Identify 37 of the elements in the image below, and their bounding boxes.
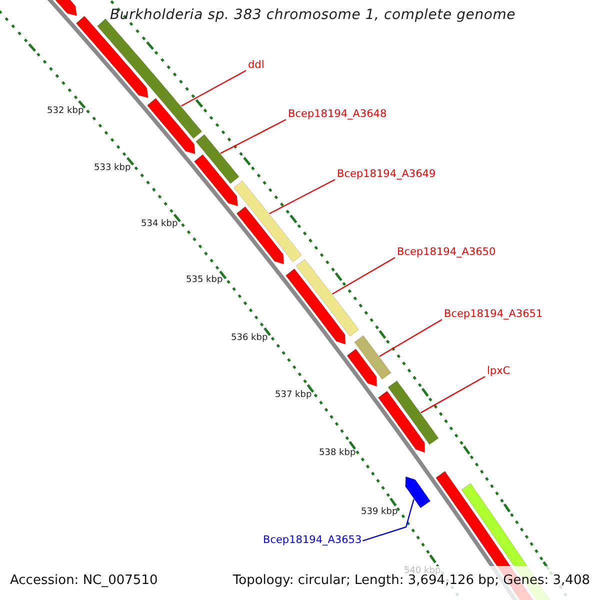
gene-feature [194,154,238,206]
scale-label: 533 kbp [94,164,131,174]
leader-line [362,499,414,542]
gene-feature [236,206,284,265]
scale-label: 532 kbp [47,107,84,117]
gene-label: Bcep18194_A3650 [397,247,496,259]
gene-label: lpxC [487,366,510,378]
gene-feature [346,348,378,387]
gene-feature [146,98,196,154]
leader-line [332,256,396,295]
scale-label: 535 kbp [186,276,223,286]
gene-feature [378,390,426,453]
map-title: Burkholderia sp. 383 chromosome 1, complete genome [110,8,516,24]
genome-summary-text: Topology: circular; Length: 3,694,126 bp; Genes: 3,408 [232,574,590,588]
gene-feature [405,476,431,508]
leader-line [180,70,246,107]
gene-feature [354,335,392,380]
gene-label: Bcep18194_A3649 [337,169,436,181]
gene-feature [285,268,346,345]
gene-feature [195,134,240,184]
scale-label: 538 kbp [319,449,356,459]
scale-label: 539 kbp [361,508,398,518]
gene-label: ddl [248,60,264,72]
gene-label: Bcep18194_A3651 [444,309,543,321]
accession-text: Accession: NC_007510 [10,574,158,588]
gene-label: Bcep18194_A3648 [288,109,387,121]
scale-label: 537 kbp [275,391,312,401]
leader-line [379,318,442,357]
scale-label: 536 kbp [231,334,268,344]
gene-feature [388,380,439,445]
gene-feature [233,180,302,262]
gene-feature [96,18,202,139]
scale-label: 534 kbp [141,220,178,230]
gene-feature [296,258,360,337]
leader-line [420,376,486,414]
leader-line [269,178,336,214]
gene-label: Bcep18194_A3653 [263,535,362,547]
